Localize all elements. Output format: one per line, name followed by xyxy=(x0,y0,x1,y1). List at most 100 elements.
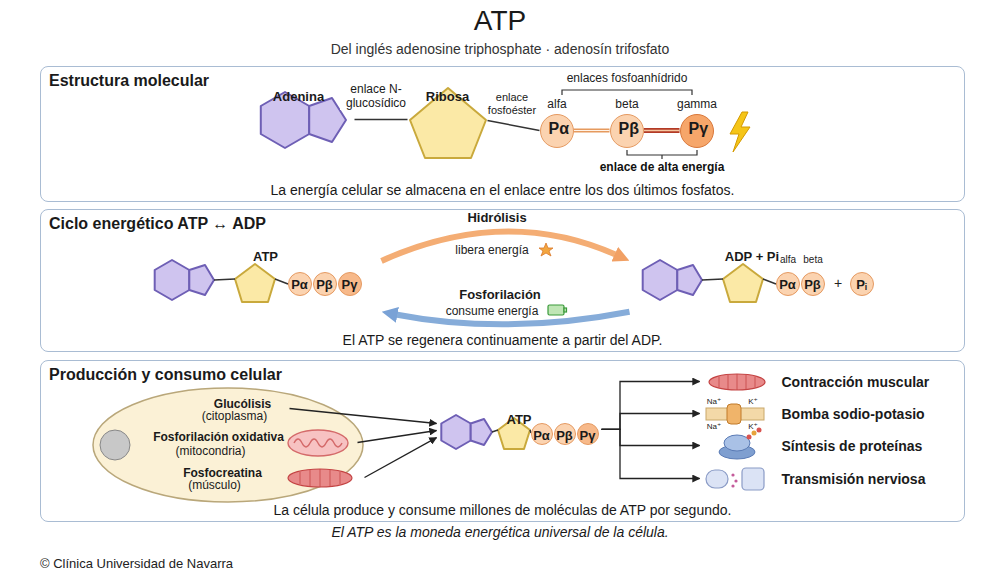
node-label: Adenina xyxy=(243,89,355,177)
synapse-icon xyxy=(731,473,734,476)
adenine-ring xyxy=(155,260,190,300)
phosphate-circle: Pβ xyxy=(610,114,644,148)
connector xyxy=(382,231,618,260)
ribose-ring xyxy=(235,264,275,302)
ribosome-icon xyxy=(747,435,752,440)
nucleus xyxy=(100,430,130,460)
bracket xyxy=(562,90,692,95)
mitochondrion-icon xyxy=(288,430,348,456)
atp-source: Glucólisis(citoplasma) xyxy=(180,393,290,425)
connector xyxy=(574,129,610,133)
atp-use: Síntesis de proteínas xyxy=(700,432,940,460)
section-heading: Producción y consumo celular xyxy=(49,365,282,384)
bond-line xyxy=(492,430,531,433)
node-label: Síntesis de proteínas xyxy=(782,437,923,454)
section-panel: Estructura molecularLa energía celular s… xyxy=(40,66,965,202)
connector xyxy=(602,382,700,430)
copyright-note: © Clínica Universidad de Navarra xyxy=(40,556,360,572)
ion-label: Na⁺ xyxy=(704,422,724,432)
phosphate-circle: Pβ xyxy=(554,423,576,445)
ion-label: K⁺ xyxy=(744,397,762,407)
section-heading: Ciclo energético ATP ↔ ADP xyxy=(49,214,266,233)
connector xyxy=(358,431,437,443)
ion-label: K⁺ xyxy=(744,422,762,432)
node-label: Pα xyxy=(532,428,552,444)
node-sublabel: (músculo) xyxy=(165,478,265,492)
adenine-ring xyxy=(189,265,214,295)
synapse-icon xyxy=(706,470,728,488)
diagram-caption: El ATP es la moneda energética universal… xyxy=(0,524,1000,541)
phosphate-name: beta xyxy=(607,97,647,111)
phosphate-circle: Pγ xyxy=(338,272,362,296)
mitochondrion-icon xyxy=(288,430,348,456)
lightning-icon xyxy=(730,112,750,152)
bracket xyxy=(562,90,697,159)
cell-outline xyxy=(93,388,363,502)
connector xyxy=(602,414,700,430)
connector xyxy=(602,429,700,445)
adenine-ring xyxy=(441,415,470,449)
sparkle-icon xyxy=(539,243,553,256)
section-caption: La célula produce y consume millones de … xyxy=(41,502,964,519)
phosphate-circle: Pα xyxy=(540,114,574,148)
phosphate-name: alfa xyxy=(537,97,577,111)
nucleus xyxy=(100,430,130,460)
phosphate-circle: Pβ xyxy=(313,272,337,296)
muscle-icon xyxy=(288,469,352,487)
node-label: Pβ xyxy=(314,277,336,295)
connector xyxy=(355,119,408,121)
phosphate-circle: Pβ xyxy=(801,272,825,296)
synapse-icon xyxy=(731,484,734,487)
section-heading: Estructura molecular xyxy=(49,71,209,90)
atp-source: Fosfocreatina(músculo) xyxy=(165,462,365,494)
node-label: Pβ xyxy=(802,277,824,295)
arrow-note: libera energía xyxy=(450,243,534,257)
connector-core xyxy=(574,130,610,131)
phosphate-circle: Pα xyxy=(776,272,800,296)
edge-label: Fosforilación xyxy=(450,287,550,302)
ribosome-icon xyxy=(752,431,757,436)
bracket xyxy=(627,150,697,159)
node-label: Fosforilación oxidativa xyxy=(146,430,292,444)
plus-sign: + xyxy=(831,275,845,292)
node-label: Contracción muscular xyxy=(782,373,930,390)
phosphate-circle: Pα xyxy=(288,272,312,296)
node-label: Glucólisis xyxy=(188,397,298,411)
connector xyxy=(602,429,700,478)
node-label: Pβ xyxy=(555,428,575,444)
phosphate-circle: Pα xyxy=(531,423,553,445)
phosphate-name: gamma xyxy=(672,97,722,111)
subtitle: Del inglés adenosine triphosphate · aden… xyxy=(220,41,780,58)
atp-use: Contracción muscular xyxy=(700,369,940,395)
synapse-icon xyxy=(734,479,737,482)
ribosome-icon xyxy=(724,435,750,451)
node-label: Bomba sodio-potasio xyxy=(782,405,925,422)
node-label: Pα xyxy=(549,119,570,138)
node-sublabel: (citoplasma) xyxy=(180,409,290,423)
battery-icon xyxy=(548,305,564,315)
phosphate-name: alfa xyxy=(776,254,800,266)
mitochondrion-icon xyxy=(294,439,342,447)
connector-core xyxy=(644,130,680,132)
atp-use: Bomba sodio-potasio xyxy=(700,400,940,428)
bond-line xyxy=(702,279,776,284)
arrow-note: consume energía xyxy=(442,304,542,318)
ribosome-icon xyxy=(719,428,762,460)
lightning-icon xyxy=(730,112,750,152)
phosphate-name: beta xyxy=(801,254,825,266)
sparkle-icon xyxy=(539,243,553,256)
atp-use: Transmisión nerviosa xyxy=(700,465,940,493)
adenine-ring xyxy=(471,419,492,445)
molecule-part: Ribosa xyxy=(408,85,488,180)
phosphate-circle: Pᵢ xyxy=(850,272,874,296)
adenine-ring xyxy=(677,265,702,295)
muscle-icon xyxy=(300,469,340,487)
bond-line xyxy=(214,279,776,433)
muscle-icon xyxy=(709,374,765,390)
molecule-group: ATPPαPβPγ xyxy=(150,245,382,327)
edge-label: enlace fosfoéster xyxy=(485,91,539,117)
ribose-ring xyxy=(235,88,763,449)
molecule-part: Adenina xyxy=(243,85,355,177)
edge-label: enlace N-glucosídico xyxy=(340,82,412,110)
